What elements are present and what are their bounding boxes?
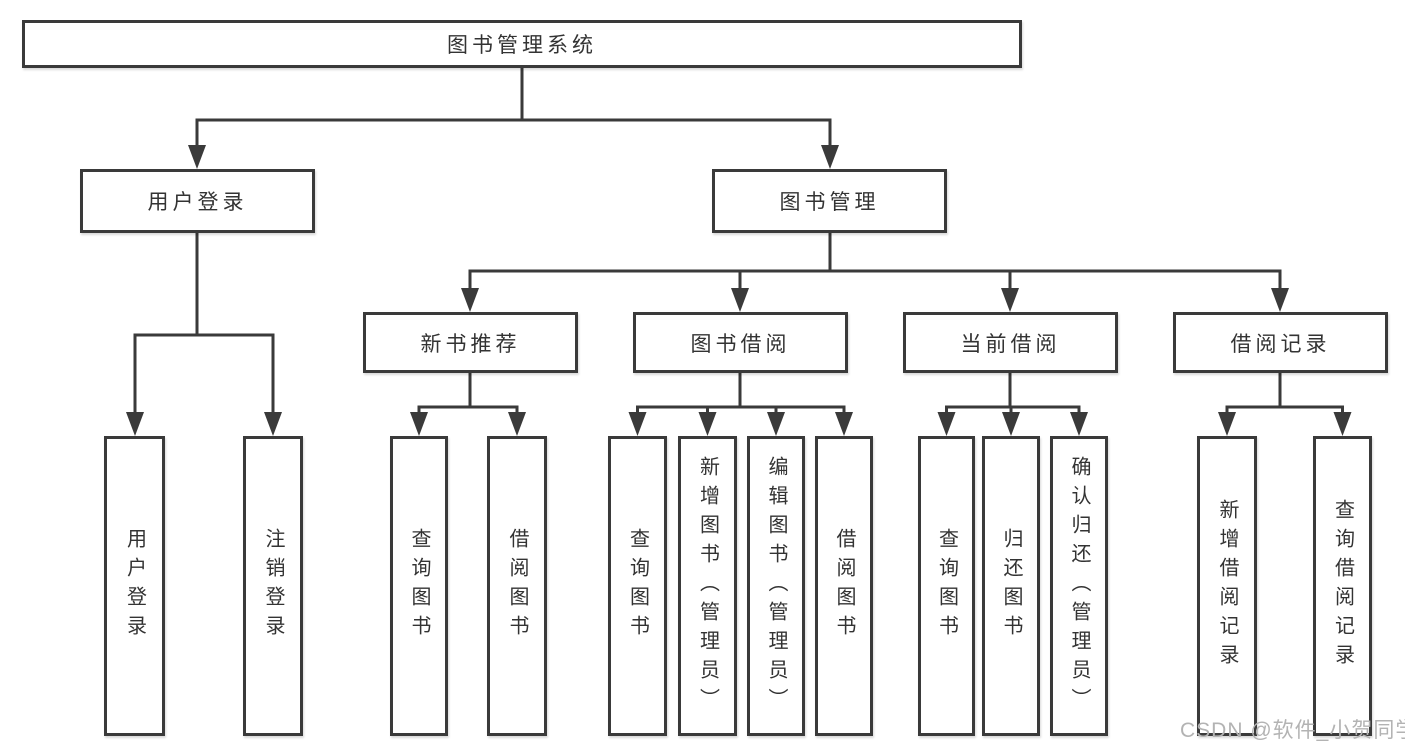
- leaf-add-books-admin: 新增图书（管理员）: [678, 436, 737, 736]
- node-label: 用户登录: [147, 191, 248, 214]
- arrowhead-records: [1271, 288, 1289, 312]
- node-label: 用户登录: [123, 528, 146, 644]
- leaf-edit-books-admin: 编辑图书（管理员）: [747, 436, 805, 736]
- leaf-return-books: 归还图书: [982, 436, 1040, 736]
- node-label: 编辑图书（管理员）: [765, 455, 787, 717]
- node-label: 借阅记录: [1230, 332, 1331, 356]
- node-label: 当前借阅: [960, 332, 1061, 356]
- node-label: 新增借阅记录: [1216, 499, 1238, 673]
- arrowhead-b0: [628, 412, 647, 436]
- arrowhead-d0: [1218, 412, 1236, 436]
- arrowhead-b1: [698, 412, 717, 436]
- node-label: 图书管理: [779, 191, 880, 214]
- leaf-borrow-books-recommend: 借阅图书: [487, 436, 547, 736]
- arrowhead-a0: [410, 412, 428, 436]
- arrowhead-newbook: [461, 288, 479, 312]
- node-label: 图书管理系统: [447, 34, 597, 57]
- arrowhead-c2: [1070, 412, 1088, 436]
- node-label: 新增图书（管理员）: [696, 455, 719, 717]
- leaf-logout: 注销登录: [243, 436, 303, 736]
- arrowhead-user-login: [188, 145, 206, 169]
- watermark-text: CSDN @软件_小贺同学: [1180, 719, 1405, 742]
- node-book-management-system: 图书管理系统: [22, 20, 1022, 68]
- arrowhead-leaf-login: [126, 412, 144, 436]
- node-label: 查询图书: [626, 528, 649, 644]
- node-label: 借阅图书: [506, 528, 528, 644]
- node-label: 查询图书: [935, 528, 958, 644]
- leaf-user-login: 用户登录: [104, 436, 165, 736]
- leaf-borrow-books-borrowing: 借阅图书: [815, 436, 873, 736]
- arrowhead-leaf-logout: [264, 412, 282, 436]
- arrowhead-book-mgmt: [821, 145, 839, 169]
- node-user-login-branch: 用户登录: [80, 169, 315, 233]
- arrowhead-current: [1001, 288, 1019, 312]
- node-label: 查询借阅记录: [1331, 499, 1354, 673]
- arrowhead-b3: [835, 412, 853, 436]
- leaf-confirm-return-admin: 确认归还（管理员）: [1050, 436, 1108, 736]
- node-label: 确认归还（管理员）: [1068, 455, 1090, 717]
- node-book-management-branch: 图书管理: [712, 169, 947, 233]
- node-label: 图书借阅: [690, 332, 791, 356]
- leaf-query-books-current: 查询图书: [918, 436, 975, 736]
- node-label: 新书推荐: [420, 332, 521, 356]
- node-current-borrowing: 当前借阅: [903, 312, 1118, 373]
- arrowhead-borrowing: [731, 288, 749, 312]
- node-label: 注销登录: [262, 528, 284, 644]
- node-book-borrowing: 图书借阅: [633, 312, 848, 373]
- leaf-add-borrow-record: 新增借阅记录: [1197, 436, 1257, 736]
- node-borrowing-records: 借阅记录: [1173, 312, 1388, 373]
- leaf-query-books-borrowing: 查询图书: [608, 436, 667, 736]
- node-label: 查询图书: [408, 528, 430, 644]
- node-label: 借阅图书: [833, 528, 855, 644]
- arrowhead-c1: [1002, 412, 1020, 436]
- arrowhead-c0: [937, 412, 956, 436]
- leaf-query-books-recommend: 查询图书: [390, 436, 448, 736]
- leaf-query-borrow-record: 查询借阅记录: [1313, 436, 1372, 736]
- arrowhead-d1: [1333, 412, 1352, 436]
- arrowhead-b2: [767, 412, 785, 436]
- arrowhead-a1: [508, 412, 526, 436]
- node-new-book-recommend: 新书推荐: [363, 312, 578, 373]
- node-label: 归还图书: [1000, 528, 1022, 644]
